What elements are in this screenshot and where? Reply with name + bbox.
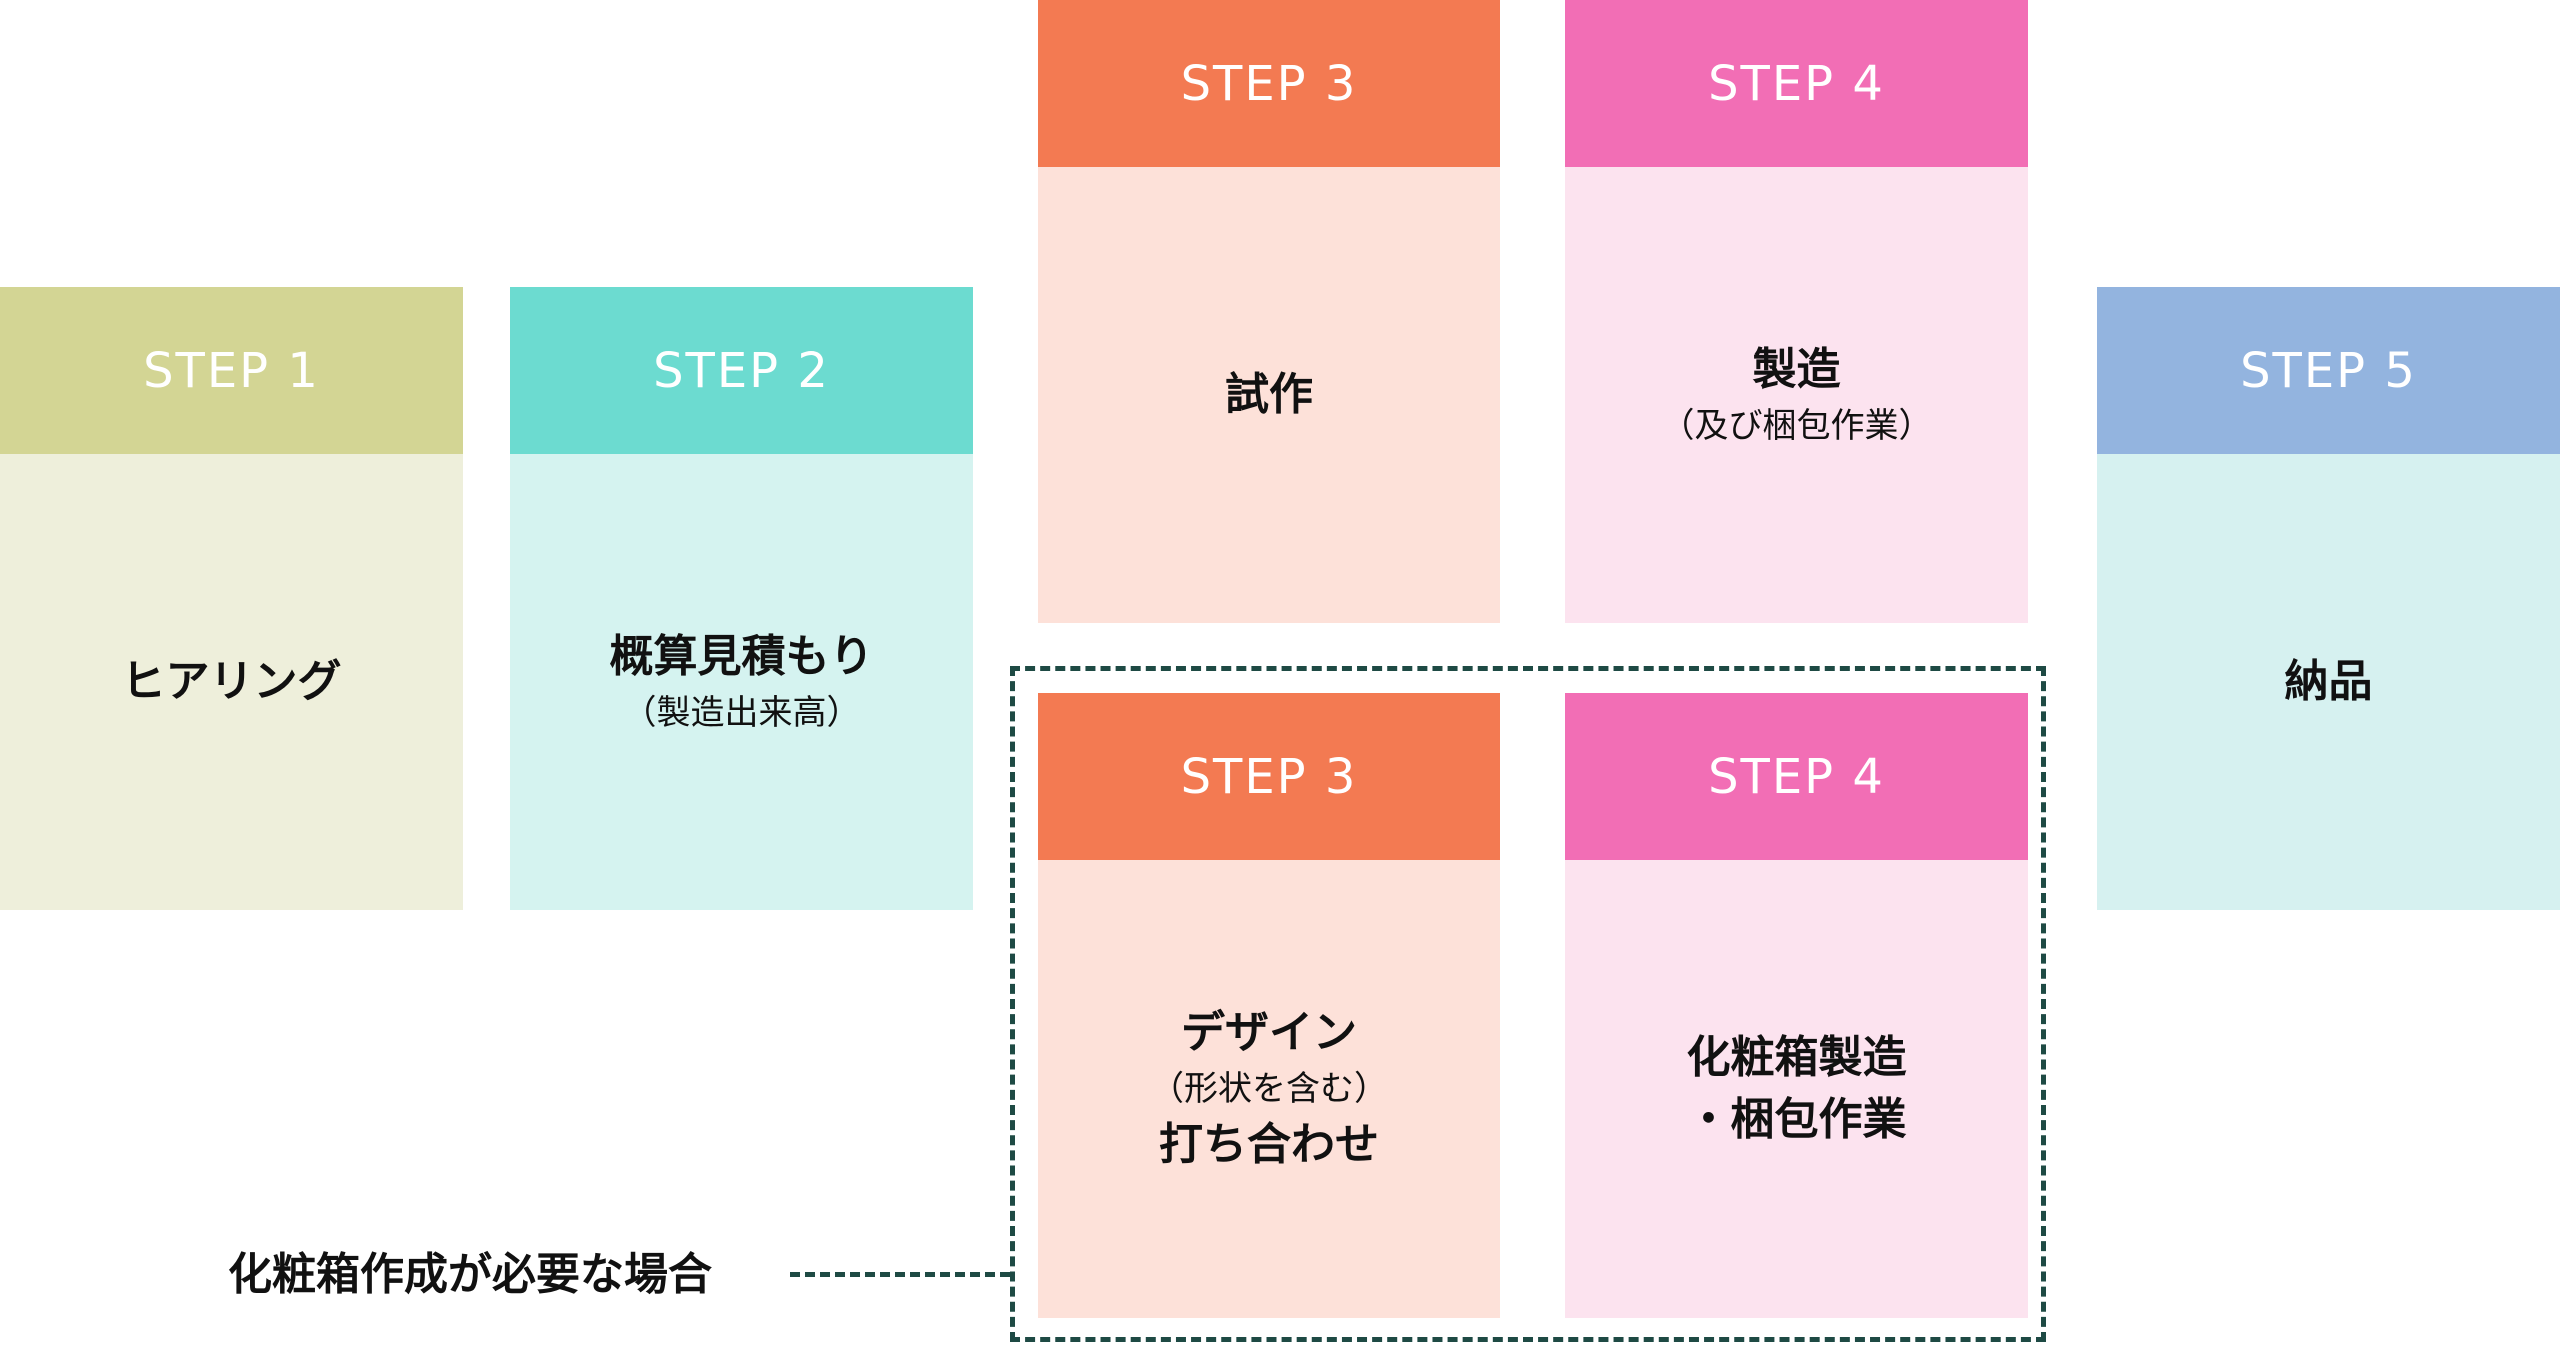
- step4-top-title: 製造: [1752, 344, 1841, 395]
- step3-bottom-card: STEP 3 デザイン （形状を含む） 打ち合わせ: [1038, 693, 1500, 1318]
- step3-bottom-title: デザイン: [1181, 1007, 1357, 1058]
- step2-header: STEP 2: [510, 287, 973, 454]
- step4-bottom-title: 化粧箱製造: [1686, 1032, 1907, 1083]
- step2-title: 概算見積もり: [609, 631, 874, 682]
- step2-label: STEP 2: [653, 342, 830, 399]
- step5-card: STEP 5 納品: [2097, 287, 2560, 910]
- step5-title: 納品: [2284, 656, 2373, 707]
- step4-bottom-title2: ・梱包作業: [1686, 1094, 1907, 1145]
- step4-top-label: STEP 4: [1708, 55, 1885, 112]
- step4-bottom-label: STEP 4: [1708, 748, 1885, 805]
- step5-label: STEP 5: [2240, 342, 2417, 399]
- step1-body: ヒアリング: [0, 454, 463, 910]
- step2-note: （製造出来高）: [622, 693, 861, 733]
- branch-label: 化粧箱作成が必要な場合: [228, 1249, 712, 1300]
- step3-top-label: STEP 3: [1180, 55, 1358, 112]
- step1-header: STEP 1: [0, 287, 463, 454]
- step4-top-header: STEP 4: [1565, 0, 2028, 167]
- step1-label: STEP 1: [143, 342, 320, 399]
- step3-top-header: STEP 3: [1038, 0, 1500, 167]
- step3-bottom-body: デザイン （形状を含む） 打ち合わせ: [1038, 860, 1500, 1318]
- step4-bottom-body: 化粧箱製造 ・梱包作業: [1565, 860, 2028, 1318]
- step1-card: STEP 1 ヒアリング: [0, 287, 463, 910]
- step4-bottom-header: STEP 4: [1565, 693, 2028, 860]
- step1-title: ヒアリング: [121, 656, 342, 707]
- step2-card: STEP 2 概算見積もり （製造出来高）: [510, 287, 973, 910]
- step4-top-body: 製造 （及び梱包作業）: [1565, 167, 2028, 623]
- step3-top-card: STEP 3 試作: [1038, 0, 1500, 623]
- step4-top-card: STEP 4 製造 （及び梱包作業）: [1565, 0, 2028, 623]
- step3-bottom-label: STEP 3: [1180, 748, 1358, 805]
- step4-bottom-card: STEP 4 化粧箱製造 ・梱包作業: [1565, 693, 2028, 1318]
- step4-top-note: （及び梱包作業）: [1660, 406, 1933, 446]
- step5-header: STEP 5: [2097, 287, 2560, 454]
- step5-body: 納品: [2097, 454, 2560, 910]
- step3-top-body: 試作: [1038, 167, 1500, 623]
- step3-bottom-title2: 打ち合わせ: [1159, 1119, 1379, 1170]
- step3-bottom-header: STEP 3: [1038, 693, 1500, 860]
- step2-body: 概算見積もり （製造出来高）: [510, 454, 973, 910]
- branch-connector-line: [790, 1272, 1010, 1277]
- step3-bottom-note: （形状を含む）: [1150, 1069, 1388, 1109]
- step3-top-title: 試作: [1225, 369, 1313, 420]
- optional-branch-frame: [1010, 666, 2046, 1342]
